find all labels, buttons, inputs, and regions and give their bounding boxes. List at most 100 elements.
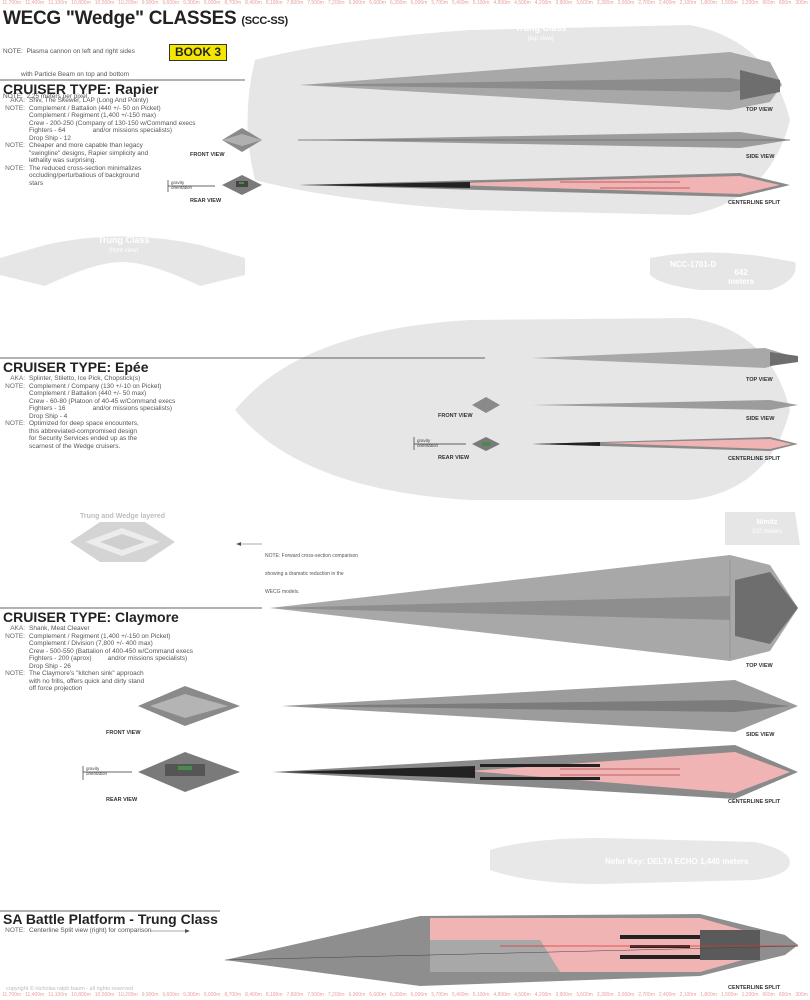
ruler-mark: 5,700m [431,992,448,998]
ruler-mark: 5,700m [431,0,448,6]
ruler-mark: 3,300m [596,0,614,6]
trung-front-label: Trung Class (front view) [98,236,150,256]
spec-row: Crew - 60-80 (Platoon of 40-45 w/Command… [3,398,175,406]
header-note-1: NOTE: Plasma cannon on left and right si… [3,48,135,55]
ruler-mark: 7,200m [327,0,345,6]
nimitz-label-1: Nimitz [756,519,778,526]
claymore-side-view-label: SIDE VIEW [746,732,775,738]
spec-value: Shank, Meat Cleaver [29,625,90,632]
spec-row: Crew - 200-250 (Company of 130-150 w/Com… [3,120,196,128]
ruler-mark: 11,400m [25,992,45,998]
nimitz-label: Nimitz 332 meters [752,518,782,537]
layered-note-3: WECG models. [265,589,300,595]
ruler-mark: 6,300m [389,992,407,998]
spec-key [3,443,29,451]
layered-note: NOTE: Forward cross-section comparison s… [265,541,358,607]
spec-value: stars [29,179,44,187]
spec-row: scarnest of the Wedge cruisers. [3,443,175,451]
trung-front-label-2: (front view) [108,248,139,254]
ruler-mark: 11,700m [2,992,22,998]
epee-gravity-1: gravity [417,438,431,443]
spec-row: NOTE:Complement / Battalion (440 +/- 50 … [3,105,196,113]
ruler-mark: 9,300m [183,992,200,998]
rapier-top-view [300,52,782,110]
spec-row: AKA:Shank, Meat Cleaver [3,625,193,633]
spec-value: Complement / Company (130 +/-10 on Picke… [29,382,162,390]
spec-key [3,390,29,398]
rapier-title: CRUISER TYPE: Rapier [3,81,159,97]
ruler-mark: 7,200m [327,992,345,998]
ruler-mark: 5,400m [452,0,469,6]
ruler-mark: 3,600m [576,992,593,998]
claymore-top-view-label: TOP VIEW [746,663,773,669]
spec-value: Cheaper and more capable than legacy [29,142,143,149]
trung-title: SA Battle Platform - Trung Class [3,911,218,927]
trung-front-label-1: Trung Class [98,235,150,245]
claymore-rear-view-label: REAR VIEW [106,797,138,803]
ncc-size-label: 642 meters [728,268,754,286]
spec-key [3,120,29,128]
spec-key [3,648,29,656]
spec-row: NOTE:The Claymore's "kitchen sink" appro… [3,670,193,678]
ruler-mark: 10,500m [94,0,115,6]
ruler-mark: 3,000m [617,992,635,998]
ruler-mark: 600m [778,992,792,998]
ruler-mark: 10,500m [94,992,115,998]
spec-key [3,655,29,663]
ruler-mark: 3,000m [617,0,635,6]
epee-top-view-label: TOP VIEW [746,377,773,383]
spec-key [3,663,29,671]
ruler-mark: 4,500m [514,992,531,998]
book-badge: BOOK 3 [169,44,227,61]
rapier-rear-view-label: REAR VIEW [190,198,222,204]
trung-specs: NOTE:Centerline Split view (right) for c… [3,927,151,935]
spec-key: AKA: [10,375,25,382]
ruler-mark: 3,600m [576,0,593,6]
spec-key [3,150,29,158]
ruler-mark: 5,400m [452,992,469,998]
ruler-mark: 8,400m [245,0,262,6]
ruler-mark: 2,400m [658,0,676,6]
ncc-ghost [650,252,796,290]
ruler-mark: 7,500m [307,992,324,998]
rapier-side-view-label: SIDE VIEW [746,154,775,160]
spec-row: Drop Ship - 26 [3,663,193,671]
spec-key [3,435,29,443]
spec-row: AKA:Splinter, Stiletto, Ice Pick, Chopst… [3,375,175,383]
spec-key [3,172,29,180]
ruler-mark: 11,100m [48,0,68,6]
spec-value: with no frills, offers quick and dirty s… [29,677,145,685]
rapier-front-view-label: FRONT VIEW [190,152,225,158]
claymore-top-view [270,555,798,661]
rapier-top-view-label: TOP VIEW [746,107,773,113]
spec-row: Complement / Regiment (1,400 +/-150 max) [3,112,196,120]
spec-row: Fighters - 64 and/or missions specialist… [3,127,196,135]
ruler-mark: 2,700m [638,992,655,998]
spec-value: occluding/perturbatious of background [29,172,140,179]
layered-label: Trung and Wedge layered [80,513,166,520]
spec-value: Fighters - 64 and/or missions specialist… [29,127,173,134]
ruler-mark: 2,400m [658,992,676,998]
epee-gravity-2: orientation [417,443,439,448]
ruler-mark: 10,200m [118,992,138,998]
ruler-mark: 11,400m [25,0,45,6]
nimitz-label-2: 332 meters [752,529,783,535]
trung-front-ghost [0,236,245,286]
spec-value: lethality was surprising. [29,157,97,164]
ruler-mark: 3,300m [596,992,614,998]
ruler-mark: 6,000m [410,0,428,6]
claymore-centerline-view [272,745,798,799]
claymore-title: CRUISER TYPE: Claymore [3,609,179,625]
spec-key: NOTE: [5,670,25,677]
ruler-mark: 8,700m [224,0,242,6]
spec-key: AKA: [10,97,25,104]
spec-key [3,685,29,693]
epee-side-view [532,400,798,410]
ruler-mark: 8,700m [224,992,242,998]
spec-row: this abbreviated-compromised design [3,428,175,436]
spec-value: this abbreviated-compromised design [29,427,138,435]
ruler-mark: 300m [795,0,808,6]
ncc-label-1: NCC-1701-D [670,260,717,269]
rapier-side-view [298,132,790,148]
ruler-mark: 4,200m [534,0,552,6]
